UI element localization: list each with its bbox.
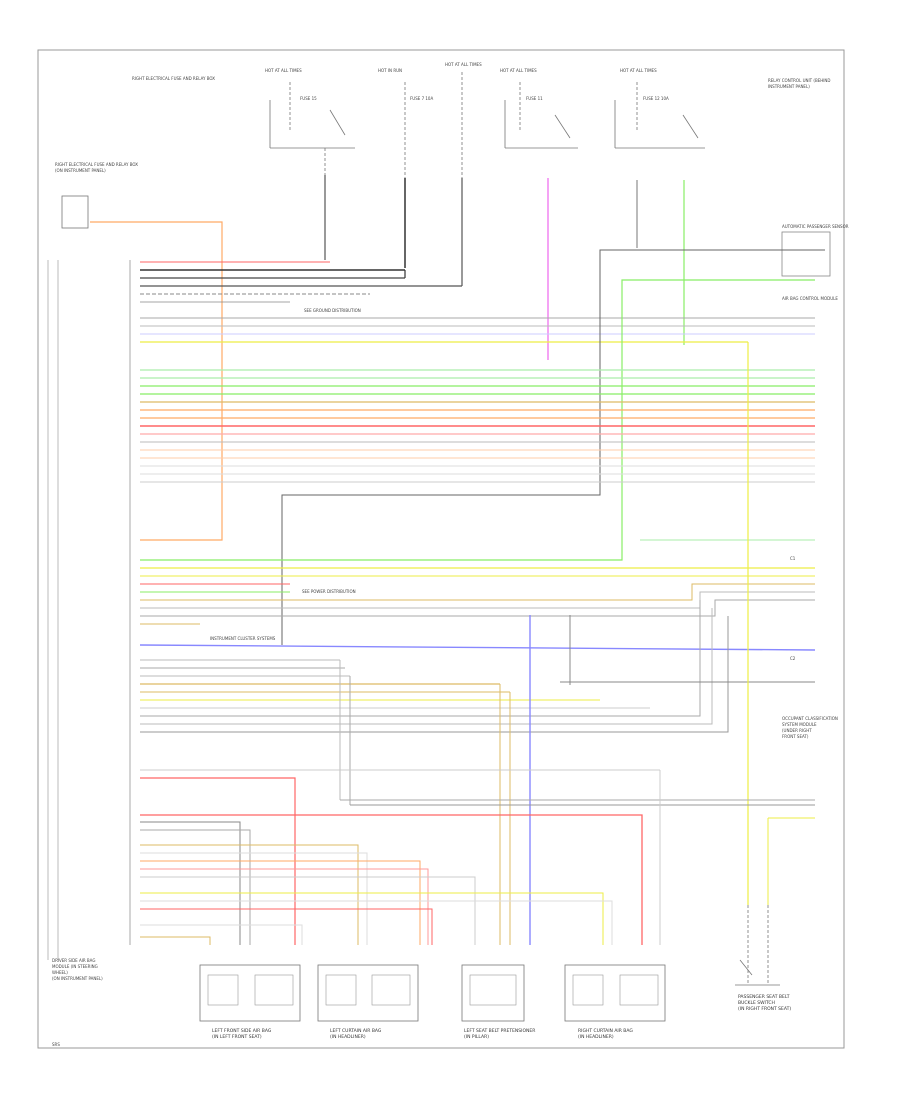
component-left-front-side-airbag: LEFT FRONT SIDE AIR BAG (IN LEFT FRONT S… bbox=[199, 964, 301, 1040]
right-mid-panel-label: OCCUPANT CLASSIFICATION bbox=[782, 716, 838, 721]
fuse-group-3: HOT AT ALL TIMES FUSE 11 bbox=[500, 68, 578, 149]
right-mid-panel-label-2: SYSTEM MODULE bbox=[782, 722, 817, 727]
lower-wire-bundle bbox=[139, 539, 816, 733]
svg-text:LEFT CURTAIN AIR BAG: LEFT CURTAIN AIR BAG bbox=[330, 1028, 382, 1034]
component-left-seatbelt-pretensioner: LEFT SEAT BELT PRETENSIONER (IN PILLAR) bbox=[461, 964, 535, 1040]
component-left-curtain-airbag: LEFT CURTAIN AIR BAG (IN HEADLINER) bbox=[317, 964, 419, 1040]
bottom-left-label-3: WHEEL) bbox=[52, 970, 68, 975]
bottom-left-label: DRIVER SIDE AIR BAG bbox=[52, 958, 95, 963]
top-left-sensor-label-2: (ON INSTRUMENT PANEL) bbox=[55, 168, 106, 173]
fuse-group-2-hot-b: HOT AT ALL TIMES bbox=[445, 62, 482, 67]
svg-text:LEFT FRONT SIDE AIR BAG: LEFT FRONT SIDE AIR BAG bbox=[212, 1028, 272, 1034]
top-right-connector bbox=[781, 231, 831, 277]
svg-text:(IN HEADLINER): (IN HEADLINER) bbox=[330, 1034, 366, 1040]
svg-text:(IN RIGHT FRONT SEAT): (IN RIGHT FRONT SEAT) bbox=[738, 1006, 791, 1012]
see-note-3: INSTRUMENT CLUSTER SYSTEMS bbox=[210, 636, 276, 641]
bottom-left-label-2: MODULE (IN STEERING bbox=[52, 964, 98, 969]
fuse-d-label: FUSE 12 10A bbox=[643, 96, 669, 101]
right-mid-panel-label-4: FRONT SEAT) bbox=[782, 734, 809, 739]
svg-text:BUCKLE SWITCH: BUCKLE SWITCH bbox=[738, 1000, 775, 1006]
top-right-panel-label: RELAY CONTROL UNIT (BEHIND bbox=[768, 78, 830, 83]
fuse-group-3-hot: HOT AT ALL TIMES bbox=[500, 68, 537, 73]
bottom-wire-bundle bbox=[140, 769, 815, 945]
fuse-a-label: FUSE 15 bbox=[300, 96, 317, 101]
bottom-left-label-4: (ON INSTRUMENT PANEL) bbox=[52, 976, 103, 981]
see-note-2: SEE POWER DISTRIBUTION bbox=[302, 589, 356, 594]
component-right-curtain-airbag: RIGHT CURTAIN AIR BAG (IN HEADLINER) bbox=[564, 964, 666, 1040]
right-wire-green bbox=[140, 279, 815, 561]
svg-text:(IN HEADLINER): (IN HEADLINER) bbox=[578, 1034, 614, 1040]
fuse-group-4: HOT AT ALL TIMES FUSE 12 10A bbox=[614, 68, 705, 149]
fuse-group-1-label: RIGHT ELECTRICAL FUSE AND RELAY BOX bbox=[132, 76, 215, 81]
sensor-box-label: AUTOMATIC PASSENGER SENSOR bbox=[782, 224, 849, 229]
top-left-sensor-label: RIGHT ELECTRICAL FUSE AND RELAY BOX bbox=[55, 162, 138, 167]
fuse-group-2-hot: HOT IN RUN bbox=[378, 68, 402, 73]
fuse-b-label: FUSE 7 10A bbox=[410, 96, 433, 101]
right-c2-label: C2 bbox=[790, 656, 796, 661]
footer-label: SRS bbox=[52, 1042, 60, 1047]
svg-text:(IN LEFT FRONT SEAT): (IN LEFT FRONT SEAT) bbox=[212, 1034, 262, 1040]
fuse-group-4-hot: HOT AT ALL TIMES bbox=[620, 68, 657, 73]
right-c1-label: C1 bbox=[790, 556, 796, 561]
component-passenger-seatbelt-switch: PASSENGER SEAT BELT BUCKLE SWITCH (IN RI… bbox=[735, 905, 791, 1012]
see-note-1: SEE GROUND DISTRIBUTION bbox=[304, 308, 361, 313]
svg-text:RIGHT CURTAIN AIR BAG: RIGHT CURTAIN AIR BAG bbox=[578, 1028, 633, 1034]
fuse-group-1: RIGHT ELECTRICAL FUSE AND RELAY BOX HOT … bbox=[132, 68, 355, 175]
upper-wire-bundle bbox=[140, 261, 815, 343]
middle-wire-bundle bbox=[140, 369, 815, 483]
fuse-group-2: HOT IN RUN FUSE 7 10A HOT AT ALL TIMES bbox=[378, 62, 482, 178]
svg-text:PASSENGER SEAT BELT: PASSENGER SEAT BELT bbox=[738, 994, 790, 1000]
fuse-c-label: FUSE 11 bbox=[526, 96, 543, 101]
diagram-frame bbox=[37, 49, 845, 1049]
right-mid-panel-label-3: (UNDER RIGHT bbox=[782, 728, 812, 733]
top-left-sensor-box bbox=[61, 195, 89, 229]
right-wire-dark bbox=[281, 249, 825, 645]
svg-text:(IN PILLAR): (IN PILLAR) bbox=[464, 1034, 489, 1040]
orange-wire-top bbox=[90, 221, 223, 541]
svg-text:LEFT SEAT BELT PRETENSIONER: LEFT SEAT BELT PRETENSIONER bbox=[464, 1028, 535, 1034]
mid-right-label: AIR BAG CONTROL MODULE bbox=[782, 296, 838, 301]
top-right-panel-label-2: INSTRUMENT PANEL) bbox=[768, 84, 810, 89]
fuse-group-1-hot: HOT AT ALL TIMES bbox=[265, 68, 302, 73]
